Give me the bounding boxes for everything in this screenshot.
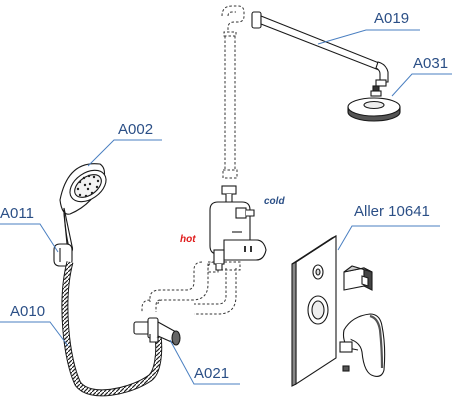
leader-a010 (0, 321, 69, 347)
concealed-pipes (141, 5, 245, 315)
cover-plate (291, 234, 337, 387)
hot-inlet-tag: hot (180, 234, 196, 245)
leader-a002 (87, 139, 162, 167)
label-a031: A031 (413, 55, 449, 72)
label-aller-10641: Aller 10641 (354, 203, 430, 220)
cold-inlet-tag: cold (264, 196, 285, 207)
label-a021: A021 (194, 365, 230, 382)
shower-holder (53, 243, 73, 267)
leader-a021 (169, 339, 240, 385)
flexible-hose (61, 261, 163, 397)
shower-arm (251, 11, 389, 87)
mixer-valve-body (209, 185, 267, 271)
rain-shower-head (347, 85, 401, 122)
label-a019: A019 (374, 10, 410, 27)
wall-outlet (133, 317, 181, 346)
mixer-lever-handle (339, 313, 386, 377)
leader-a011 (0, 223, 59, 253)
leader-a019 (317, 29, 420, 45)
label-a002: A002 (118, 121, 154, 138)
leader-a031 (391, 73, 452, 97)
label-a011: A011 (0, 205, 34, 222)
leader-aller (337, 225, 440, 251)
diverter-knob (343, 265, 373, 291)
label-a010: A010 (10, 303, 46, 320)
leader-lines (0, 29, 452, 385)
hand-shower (59, 163, 107, 255)
